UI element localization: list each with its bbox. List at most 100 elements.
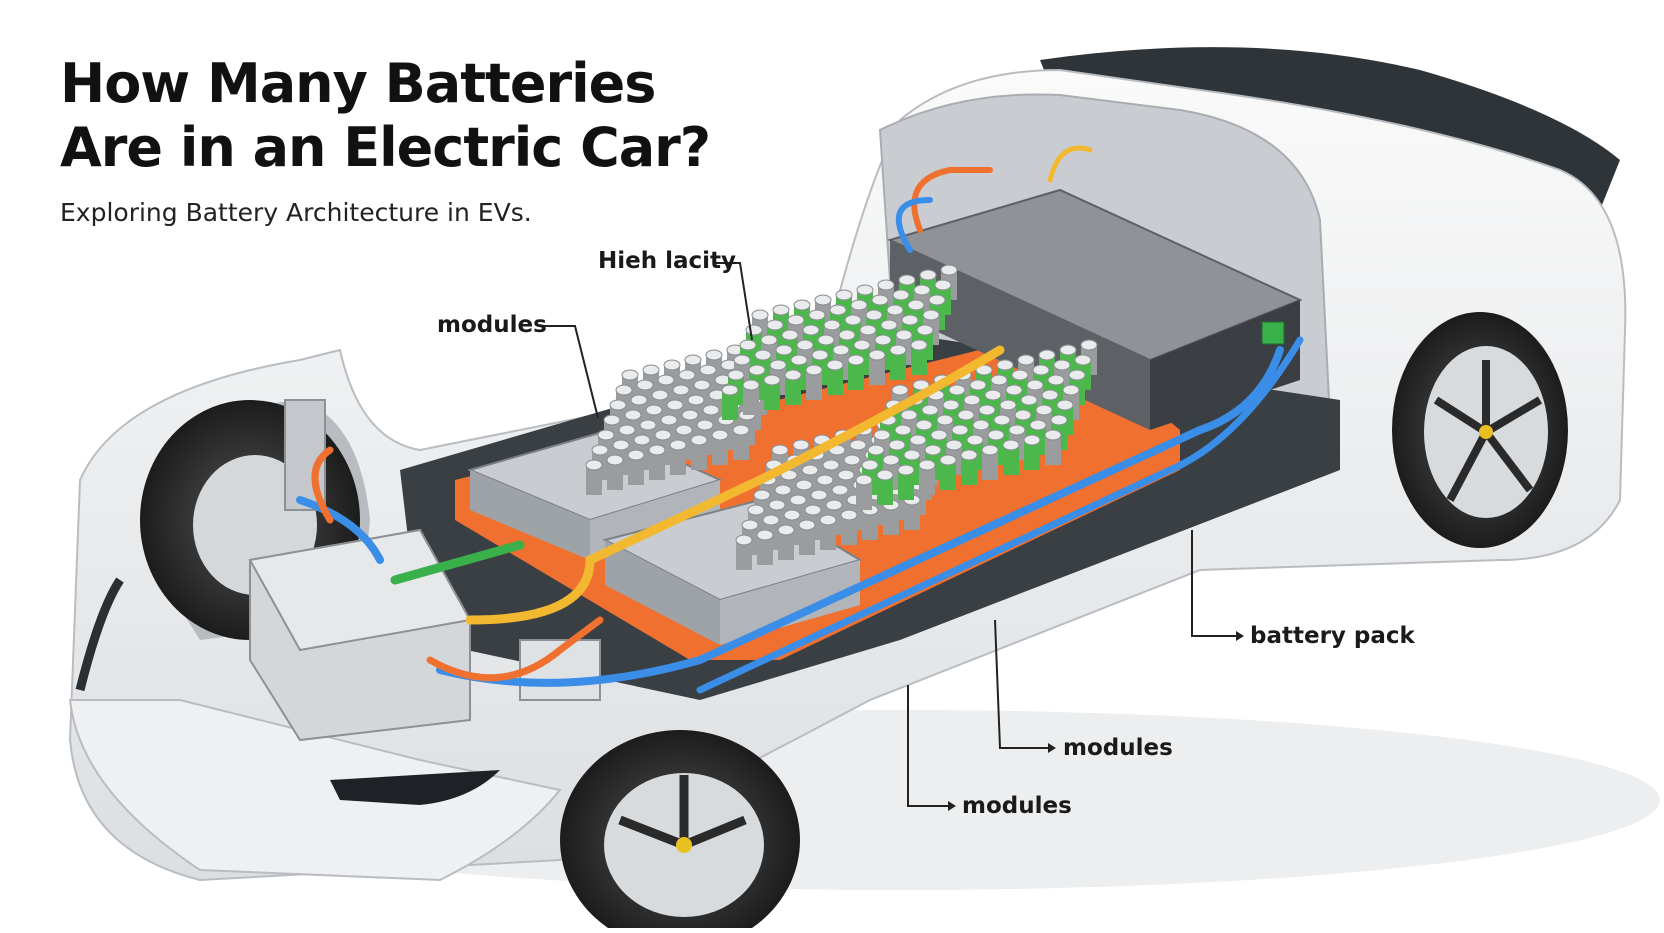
cell-body [743, 385, 759, 415]
cell-body [982, 450, 998, 480]
cell-top [1059, 344, 1077, 356]
arrowhead-battery-pack [1236, 631, 1244, 641]
cell-top [951, 424, 969, 436]
cell-body [628, 455, 644, 485]
cell-top [940, 264, 958, 276]
cell-top [868, 349, 886, 361]
cell-top [748, 364, 766, 376]
cell-top [627, 449, 645, 461]
cell-top [1041, 389, 1059, 401]
cell-top [880, 319, 898, 331]
rear-right-wheel [1392, 312, 1568, 548]
cell-top [945, 439, 963, 451]
leader-battery-pack [1191, 530, 1236, 637]
cell-top [898, 274, 916, 286]
cell-top [882, 454, 900, 466]
callout-leaders [540, 262, 1236, 807]
cell-top [900, 409, 918, 421]
cell-top [844, 314, 862, 326]
cell-top [831, 484, 849, 496]
cell-top [733, 354, 751, 366]
cell-top [696, 419, 714, 431]
cell-top [847, 354, 865, 366]
cell-top [747, 504, 765, 516]
cell-top [642, 364, 660, 376]
cell-top [1020, 394, 1038, 406]
cell-top [768, 499, 786, 511]
cell-top [787, 314, 805, 326]
cell-top [901, 314, 919, 326]
cell-top [1044, 429, 1062, 441]
cell-top [630, 394, 648, 406]
cell-top [888, 439, 906, 451]
cell-top [684, 354, 702, 366]
cell-body [607, 460, 623, 490]
cell-top [909, 434, 927, 446]
cell-top [894, 424, 912, 436]
cell-top [742, 379, 760, 391]
cell-top [913, 284, 931, 296]
cell-top [654, 429, 672, 441]
cell-top [705, 349, 723, 361]
cell-top [859, 324, 877, 336]
cell-top [772, 304, 790, 316]
cell-top [754, 349, 772, 361]
cell-body [670, 445, 686, 475]
cell-top [838, 329, 856, 341]
cell-top [907, 299, 925, 311]
cell-top [1056, 399, 1074, 411]
callout-modules-bottom: modules [962, 793, 1072, 819]
cell-top [699, 364, 717, 376]
cell-top [1062, 384, 1080, 396]
cell-top [892, 289, 910, 301]
cell-top [999, 399, 1017, 411]
cell-top [1038, 349, 1056, 361]
cell-body [799, 525, 815, 555]
cell-top [1053, 359, 1071, 371]
cell-body [806, 370, 822, 400]
cell-top [915, 419, 933, 431]
cell-body [877, 475, 893, 505]
cell-top [823, 319, 841, 331]
cell-top [762, 514, 780, 526]
cell-body [841, 515, 857, 545]
cell-top [891, 384, 909, 396]
cell-top [1002, 439, 1020, 451]
cell-top [924, 444, 942, 456]
cell-top [745, 324, 763, 336]
cell-body [904, 500, 920, 530]
cell-top [1011, 369, 1029, 381]
cell-top [984, 389, 1002, 401]
cell-top [753, 489, 771, 501]
cell-top [1008, 424, 1026, 436]
cell-top [816, 474, 834, 486]
cell-top [781, 329, 799, 341]
cell-body [1045, 435, 1061, 465]
cell-top [702, 404, 720, 416]
cell-top [871, 294, 889, 306]
cell-body [940, 460, 956, 490]
cell-top [690, 434, 708, 446]
cell-top [850, 299, 868, 311]
cell-top [978, 404, 996, 416]
cell-top [678, 369, 696, 381]
page-subtitle: Exploring Battery Architecture in EVs. [60, 198, 532, 227]
cell-top [877, 279, 895, 291]
cell-top [795, 479, 813, 491]
cell-top [1014, 409, 1032, 421]
cell-top [948, 384, 966, 396]
cell-body [691, 440, 707, 470]
cell-top [1035, 404, 1053, 416]
cell-top [922, 309, 940, 321]
cell-top [936, 414, 954, 426]
cell-top [829, 304, 847, 316]
cell-top [912, 379, 930, 391]
cell-top [675, 424, 693, 436]
callout-modules-mid: modules [1063, 735, 1173, 761]
rear-connector [1261, 321, 1285, 345]
cell-top [876, 469, 894, 481]
cell-top [1080, 339, 1098, 351]
cell-top [819, 514, 837, 526]
cell-top [769, 359, 787, 371]
front-right-wheel [560, 730, 800, 933]
